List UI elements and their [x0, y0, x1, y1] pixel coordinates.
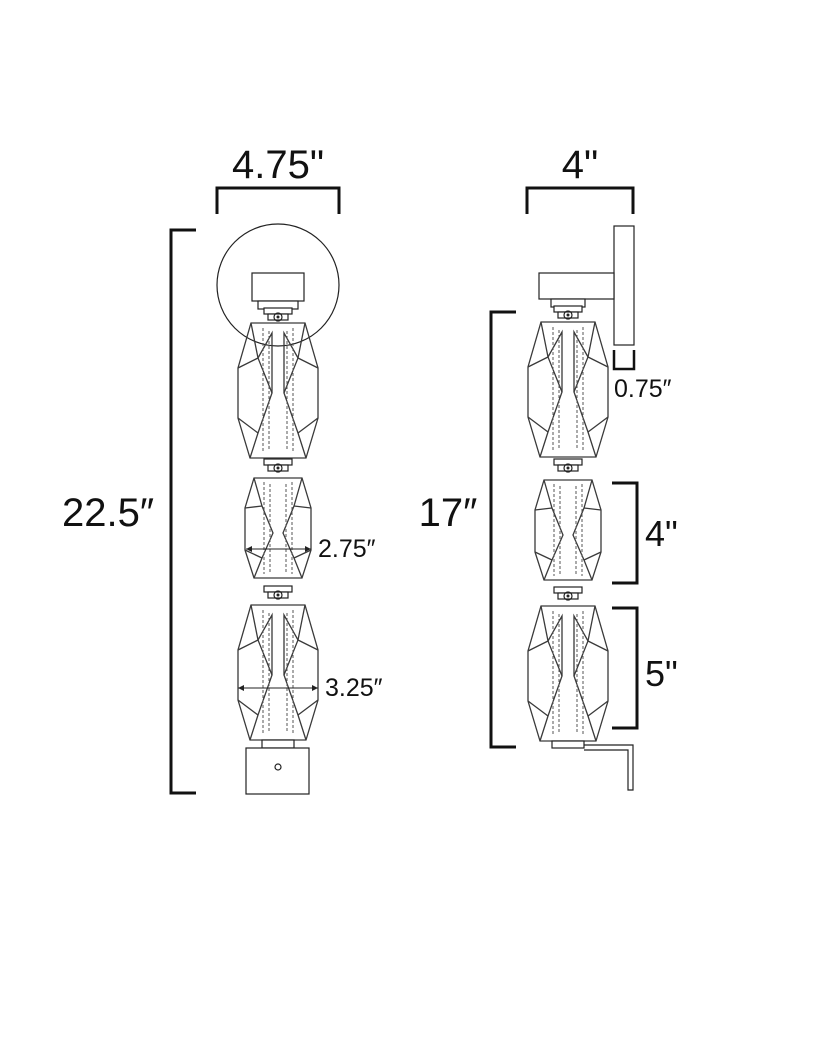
large-glass-height-bracket [612, 606, 639, 730]
side-glass-bottom [527, 605, 609, 742]
front-glass-top [237, 322, 319, 459]
side-bottom-bracket [584, 744, 634, 791]
side-glass-top [527, 321, 609, 458]
front-mount-block [251, 272, 305, 302]
front-end-cap-screw [274, 763, 282, 771]
side-backplate [613, 225, 635, 346]
side-height-label: 17″ [419, 491, 478, 535]
front-height-label: 22.5″ [62, 491, 154, 535]
front-connector-1 [263, 458, 293, 473]
backplate-depth-bracket [612, 350, 636, 371]
small-glass-height-label: 4" [645, 513, 678, 554]
side-bottom-ring [551, 740, 585, 749]
round-backplate [216, 223, 340, 347]
front-connector-top [263, 307, 293, 322]
side-connector-1 [553, 458, 583, 473]
front-height-bracket [169, 228, 196, 795]
side-view: 4" 0.75″ 17″ 4" 5" [419, 143, 678, 791]
front-glass-bottom [237, 604, 319, 741]
side-arm [538, 272, 615, 300]
large-glass-height-label: 5" [645, 653, 678, 694]
front-view: 4.75" 22.5″ 2.75″ 3.25″ [62, 143, 383, 795]
side-connector-top [553, 305, 583, 320]
side-glass-middle [534, 479, 602, 581]
front-width-label: 4.75" [232, 143, 324, 187]
front-bottom-ring [261, 739, 295, 749]
large-glass-width-label: 3.25″ [325, 674, 383, 702]
front-end-cap [245, 747, 310, 795]
small-glass-width-label: 2.75″ [318, 535, 376, 563]
front-width-bracket [215, 186, 341, 214]
side-depth-label: 4" [562, 143, 598, 187]
side-height-bracket [489, 310, 516, 749]
small-glass-height-bracket [612, 481, 639, 585]
backplate-depth-label: 0.75″ [614, 375, 672, 403]
side-connector-2 [553, 586, 583, 601]
side-depth-bracket [525, 186, 635, 214]
front-glass-middle [244, 477, 312, 579]
front-connector-2 [263, 585, 293, 600]
